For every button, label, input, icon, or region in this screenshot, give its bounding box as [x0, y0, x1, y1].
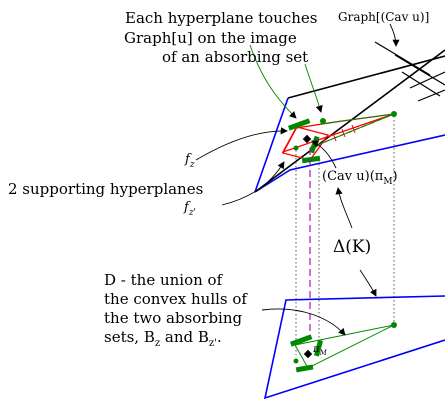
d-note-line3: the two absorbing: [104, 309, 243, 327]
lower-simplex-edge: [263, 295, 445, 400]
fzprime-arrow: [221, 161, 285, 206]
graph-surface-line-2: [394, 54, 445, 86]
fzprime-label: fz': [183, 200, 196, 218]
lower-absorbing-marker-right: [313, 339, 323, 357]
cav-u-pi-m-text: (Cav u)(π: [322, 169, 384, 184]
lower-absorbing-point: [293, 358, 299, 364]
absorbing-set-marker-bottom: [301, 155, 321, 164]
fzprime-label-sub: z': [188, 208, 196, 218]
graph-cav-u-arrow: [389, 23, 400, 47]
delta-k-arrow-down: [359, 269, 377, 297]
cav-u-pi-m-label: (Cav u)(πM): [322, 169, 398, 187]
upper-hull-edge-2: [319, 113, 395, 125]
lower-absorbing-marker-top: [289, 334, 313, 347]
graph-cav-u-diagonal: [254, 49, 445, 193]
d-note-line1: D - the union of: [104, 271, 224, 289]
upper-hull-edge: [309, 113, 395, 149]
hyperplane-note-line2: Graph[u] on the image: [124, 29, 297, 47]
pi-m-label: πM: [312, 344, 328, 357]
hyperplane-tick-1: [332, 132, 337, 142]
graph-surface-line-5: [401, 71, 441, 97]
hyperplane-tick-3: [351, 124, 356, 134]
lower-absorbing-marker-bottom: [295, 364, 314, 373]
pi-m-sub: M: [319, 349, 328, 357]
supporting-hyperplane-fz: [281, 113, 395, 154]
hyperplane-tick-2: [341, 128, 346, 138]
absorbing-set-marker-top: [287, 118, 311, 131]
cav-u-pi-m-arrow: [311, 140, 337, 169]
cav-u-pi-m-sub: M: [383, 177, 392, 187]
d-note-line4-mid: and B: [160, 328, 209, 346]
lower-hull-vertex: [391, 322, 397, 328]
d-note-line4-sub2: z': [209, 338, 217, 349]
hyperplane-note-line3: of an absorbing set: [162, 48, 308, 66]
touch-point: [320, 118, 326, 124]
delta-k-label: Δ(K): [333, 237, 371, 257]
upper-simplex-edge-top: [287, 55, 445, 99]
d-note-line4-prefix: sets, B: [104, 328, 155, 346]
d-note-line4-suffix: .: [217, 328, 222, 346]
d-note-line4-sub1: z: [155, 338, 160, 349]
upper-simplex-edge-left: [254, 97, 289, 193]
upper-simplex-edge: [254, 134, 445, 193]
d-note-line2: the convex hulls of: [104, 290, 248, 308]
fz-label-sub: z: [189, 160, 195, 170]
absorbing-set-arrow: [304, 63, 323, 113]
delta-k-arrow-up: [335, 187, 353, 229]
graph-cav-u-label: Graph[(Cav u)]: [338, 10, 429, 24]
graph-surface-line-1: [374, 41, 431, 76]
cav-u-pi-m-point: [302, 134, 312, 144]
hyperplane-note-arrow: [249, 44, 297, 119]
graph-surface-line-3: [409, 71, 445, 89]
cav-u-pi-m-close: ): [393, 169, 398, 184]
fz-label: fz: [184, 152, 195, 170]
pi-m-point: [303, 349, 313, 359]
d-note-line4: sets, Bz and Bz'.: [104, 328, 222, 349]
pi-m-base: π: [312, 344, 320, 355]
upper-hull-vertex: [391, 111, 397, 117]
fz-label-base: f: [184, 152, 192, 167]
absorbing-set-point: [293, 145, 299, 151]
supporting-hyperplanes-label: 2 supporting hyperplanes: [8, 180, 203, 198]
hyperplane-note-line1: Each hyperplane touches: [125, 9, 318, 27]
fzprime-label-base: f: [183, 200, 191, 215]
fz-arrow: [195, 127, 288, 161]
graph-surface-line-4: [417, 89, 445, 102]
d-note-arrow: [261, 308, 346, 336]
